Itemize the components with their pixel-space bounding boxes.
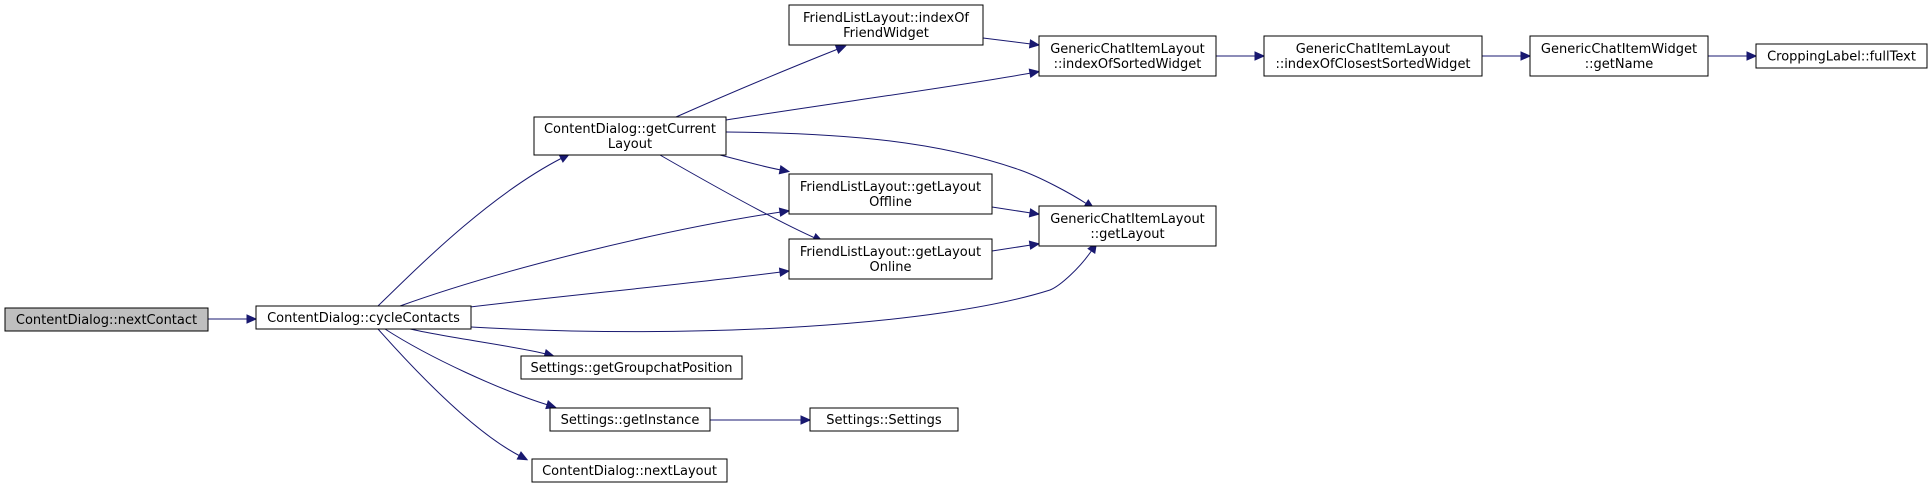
node-label: ::indexOfClosestSortedWidget <box>1275 57 1470 72</box>
node-label: GenericChatItemWidget <box>1541 42 1697 57</box>
edge-n1-to-n14 <box>377 328 529 461</box>
graph-node-n12[interactable]: Settings::getInstance <box>549 407 711 432</box>
node-box <box>549 407 711 432</box>
node-label: ContentDialog::nextContact <box>16 313 197 328</box>
edge-n2-to-n4 <box>725 68 1041 121</box>
node-box <box>1038 35 1217 77</box>
node-label: FriendListLayout::getLayout <box>800 180 981 195</box>
edge-n1-to-n9 <box>469 267 791 308</box>
node-label: Online <box>870 260 912 275</box>
graph-node-n4[interactable]: GenericChatItemLayout::indexOfSortedWidg… <box>1038 35 1217 77</box>
node-label: GenericChatItemLayout <box>1296 42 1451 57</box>
arrowhead <box>800 415 812 425</box>
node-box <box>533 116 727 156</box>
graph-node-n10[interactable]: GenericChatItemLayout::getLayout <box>1038 205 1217 247</box>
node-box <box>255 305 472 330</box>
node-label: Settings::Settings <box>826 413 942 428</box>
arrowhead <box>1254 51 1266 61</box>
node-box <box>809 407 959 432</box>
graph-node-n7[interactable]: CroppingLabel::fullText <box>1755 43 1928 69</box>
arrowhead <box>1746 51 1758 61</box>
node-label: Settings::getGroupchatPosition <box>530 361 732 376</box>
node-label: GenericChatItemLayout <box>1050 212 1205 227</box>
edge-n12-to-n13 <box>710 415 812 425</box>
arrowhead <box>834 45 847 54</box>
arrowhead <box>246 314 258 324</box>
arrowhead <box>1520 51 1532 61</box>
node-box <box>520 355 743 380</box>
edge-n2-to-n8 <box>719 154 791 175</box>
edge-n2-to-n3 <box>675 45 847 118</box>
edge-n1-to-n2 <box>377 153 571 307</box>
arrowhead <box>778 165 791 175</box>
node-box <box>1755 43 1928 69</box>
arrowhead <box>545 400 557 410</box>
arrowhead <box>1028 39 1041 49</box>
node-label: FriendWidget <box>843 26 929 41</box>
node-box <box>531 458 728 483</box>
arrowhead <box>1028 68 1041 78</box>
graph-node-n0[interactable]: ContentDialog::nextContact <box>4 307 209 332</box>
node-box <box>788 4 984 46</box>
arrowhead <box>778 207 791 217</box>
node-box <box>1263 35 1483 77</box>
edge-n1-to-n11 <box>409 328 555 359</box>
graph-node-n11[interactable]: Settings::getGroupchatPosition <box>520 355 743 380</box>
edge-n8-to-n10 <box>991 206 1041 218</box>
node-box <box>788 173 993 215</box>
node-box <box>1038 205 1217 247</box>
edge-n5-to-n6 <box>1482 51 1532 61</box>
node-label: ContentDialog::cycleContacts <box>267 311 460 326</box>
node-label: Offline <box>869 195 912 210</box>
node-label: Settings::getInstance <box>561 413 700 428</box>
node-label: FriendListLayout::indexOf <box>803 11 969 26</box>
node-label: Layout <box>608 137 652 152</box>
edge-n1-to-n8 <box>399 207 791 307</box>
graph-node-n13[interactable]: Settings::Settings <box>809 407 959 432</box>
graph-node-n14[interactable]: ContentDialog::nextLayout <box>531 458 728 483</box>
edge-n4-to-n5 <box>1216 51 1266 61</box>
edge-n3-to-n4 <box>982 37 1041 49</box>
edge-n9-to-n10 <box>991 240 1041 252</box>
node-label: FriendListLayout::getLayout <box>800 245 981 260</box>
node-label: CroppingLabel::fullText <box>1767 50 1916 65</box>
node-box <box>1529 35 1709 77</box>
graph-node-n6[interactable]: GenericChatItemWidget::getName <box>1529 35 1709 77</box>
node-box <box>4 307 209 332</box>
node-box <box>788 238 993 280</box>
arrowhead <box>516 451 529 461</box>
edge-n6-to-n7 <box>1708 51 1758 61</box>
node-label: ContentDialog::nextLayout <box>542 464 717 479</box>
edge-n0-to-n1 <box>208 314 258 324</box>
arrowhead <box>1028 240 1041 250</box>
node-label: ::indexOfSortedWidget <box>1054 57 1202 72</box>
node-label: ::getLayout <box>1090 227 1164 242</box>
graph-node-n5[interactable]: GenericChatItemLayout::indexOfClosestSor… <box>1263 35 1483 77</box>
graph-node-n1[interactable]: ContentDialog::cycleContacts <box>255 305 472 330</box>
node-label: ContentDialog::getCurrent <box>544 122 716 137</box>
node-label: ::getName <box>1585 57 1653 72</box>
node-label: GenericChatItemLayout <box>1050 42 1205 57</box>
arrowhead <box>1028 208 1041 218</box>
arrowhead <box>778 267 791 277</box>
